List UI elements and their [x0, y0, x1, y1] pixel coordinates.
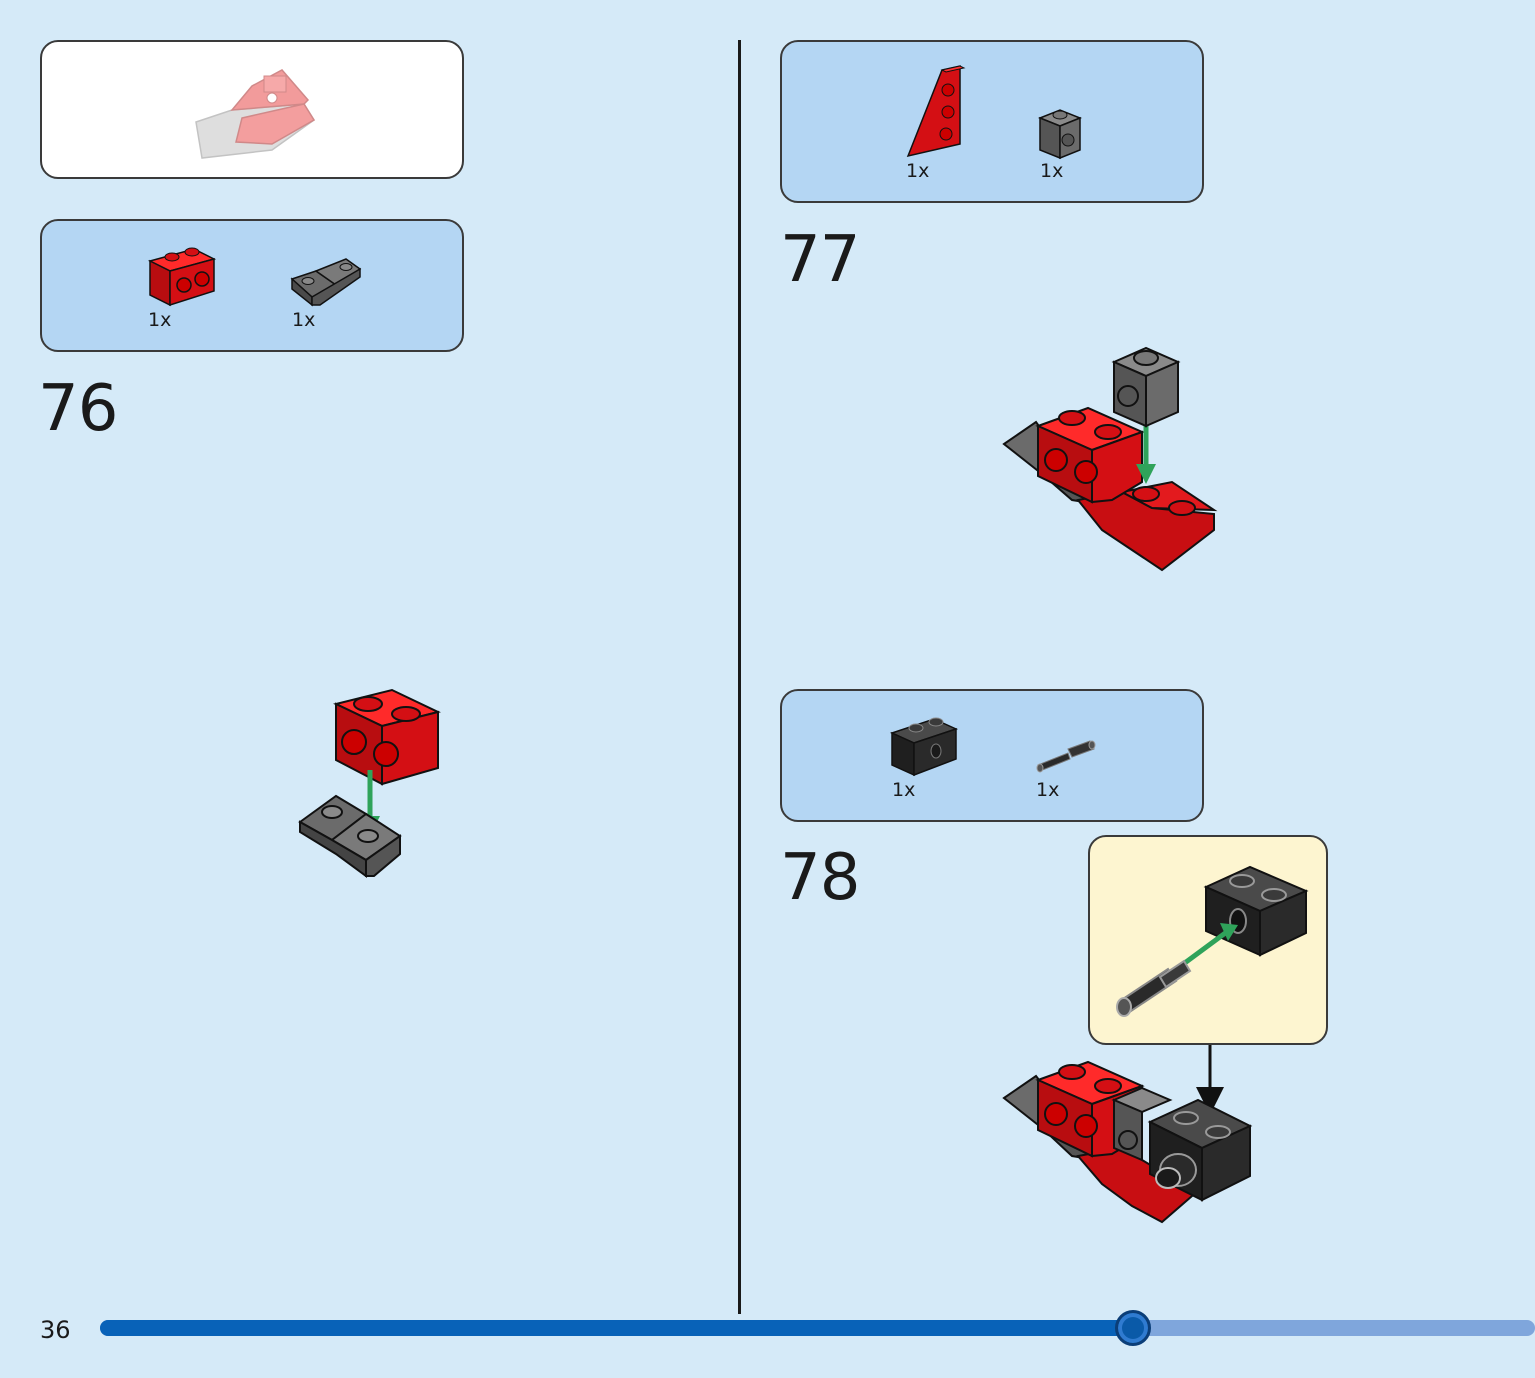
red-wedge-plate-icon: [906, 65, 966, 158]
step-76-parts-list: 1x 1x: [40, 219, 464, 352]
part-quantity: 1x: [892, 779, 916, 801]
part-quantity: 1x: [148, 309, 172, 331]
green-placement-arrow: [1136, 424, 1156, 484]
dark-gray-brick-1x1-stud-side-icon: [1111, 346, 1181, 428]
black-technic-brick-1x2-icon: [889, 717, 959, 777]
subassembly-preview-box: [40, 40, 464, 179]
red-brick-1x2-studs-side-icon: [147, 247, 217, 307]
callout-pointer-arrow: [1196, 1045, 1224, 1115]
step-78-substep-callout: [1088, 835, 1328, 1045]
dark-gray-inverted-slope-icon: [290, 258, 362, 307]
black-technic-pin-icon: [1116, 959, 1192, 1017]
page-number: 36: [40, 1316, 71, 1344]
black-technic-pin-icon: [1036, 740, 1096, 773]
step-77-parts-list: 1x 1x: [780, 40, 1204, 203]
step-77-build-illustration: [1002, 346, 1218, 572]
part-quantity: 1x: [1040, 160, 1064, 182]
step-number: 78: [780, 841, 860, 915]
faded-red-hull-model-icon: [195, 69, 316, 159]
black-technic-pin-icon: [1155, 1153, 1197, 1189]
part-quantity: 1x: [292, 309, 316, 331]
part-quantity: 1x: [1036, 779, 1060, 801]
step-78-build-illustration: [1002, 1060, 1253, 1224]
step-number: 76: [38, 372, 118, 446]
dark-gray-brick-1x1-stud-side-icon: [1037, 109, 1083, 160]
build-progress-marker: [1115, 1310, 1151, 1346]
black-technic-brick-1x2-icon: [1203, 865, 1309, 957]
build-progress-fill: [100, 1320, 1133, 1336]
column-divider: [738, 40, 741, 1314]
green-placement-arrow: [1180, 923, 1238, 968]
dark-gray-inverted-slope-icon: [298, 794, 402, 878]
pin-into-technic-brick-illustration: [1116, 865, 1309, 1017]
part-quantity: 1x: [906, 160, 930, 182]
step-78-parts-list: 1x 1x: [780, 689, 1204, 822]
red-brick-1x2-studs-side-icon: [333, 688, 441, 786]
step-76-build-illustration: [298, 688, 441, 878]
step-number: 77: [780, 223, 860, 297]
